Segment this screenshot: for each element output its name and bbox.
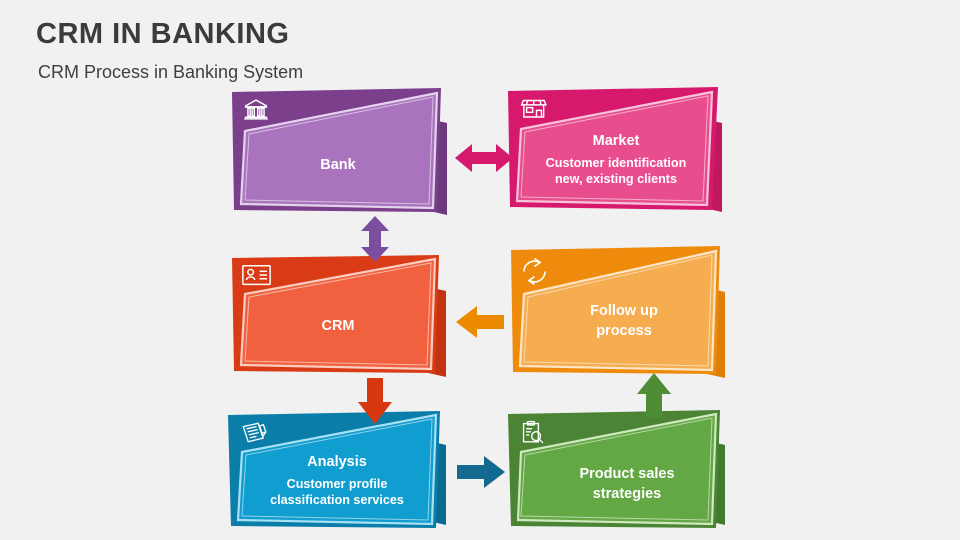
crm-overlay-outline [244, 262, 432, 366]
arrow-followup-crm [456, 306, 504, 338]
market-overlay-outline [520, 95, 709, 202]
followup-overlay-shape [518, 249, 718, 372]
bank-building-icon [244, 99, 268, 120]
product-overlay-outline [520, 417, 713, 521]
arrow-product-followup [637, 373, 671, 418]
node-product[interactable] [508, 410, 725, 528]
product-overlay-shape [516, 412, 718, 526]
market-overlay-shape [515, 90, 714, 207]
analysis-overlay-outline [241, 418, 433, 521]
node-crm[interactable] [232, 255, 446, 377]
analysis-overlay-shape [236, 413, 438, 526]
node-analysis[interactable] [228, 411, 446, 528]
clipboard-search-icon [522, 420, 544, 444]
node-followup[interactable] [511, 246, 725, 378]
node-bank[interactable] [232, 88, 447, 215]
bank-overlay-outline [244, 96, 434, 205]
contact-card-icon [242, 264, 271, 286]
crm-overlay-shape [239, 257, 437, 371]
shop-storefront-icon [520, 99, 547, 118]
arrow-bank-crm [361, 216, 389, 262]
arrow-crm-analysis [358, 378, 392, 424]
refresh-cycle-icon [523, 257, 546, 286]
page-title: CRM IN BANKING [36, 18, 290, 50]
page-subtitle: CRM Process in Banking System [38, 62, 304, 82]
arrow-bank-market [455, 144, 513, 172]
bank-overlay-shape [239, 91, 439, 210]
notepad-pencil-icon [242, 422, 267, 443]
node-market[interactable] [508, 87, 722, 212]
followup-overlay-outline [523, 254, 713, 367]
arrow-analysis-product [457, 456, 505, 488]
